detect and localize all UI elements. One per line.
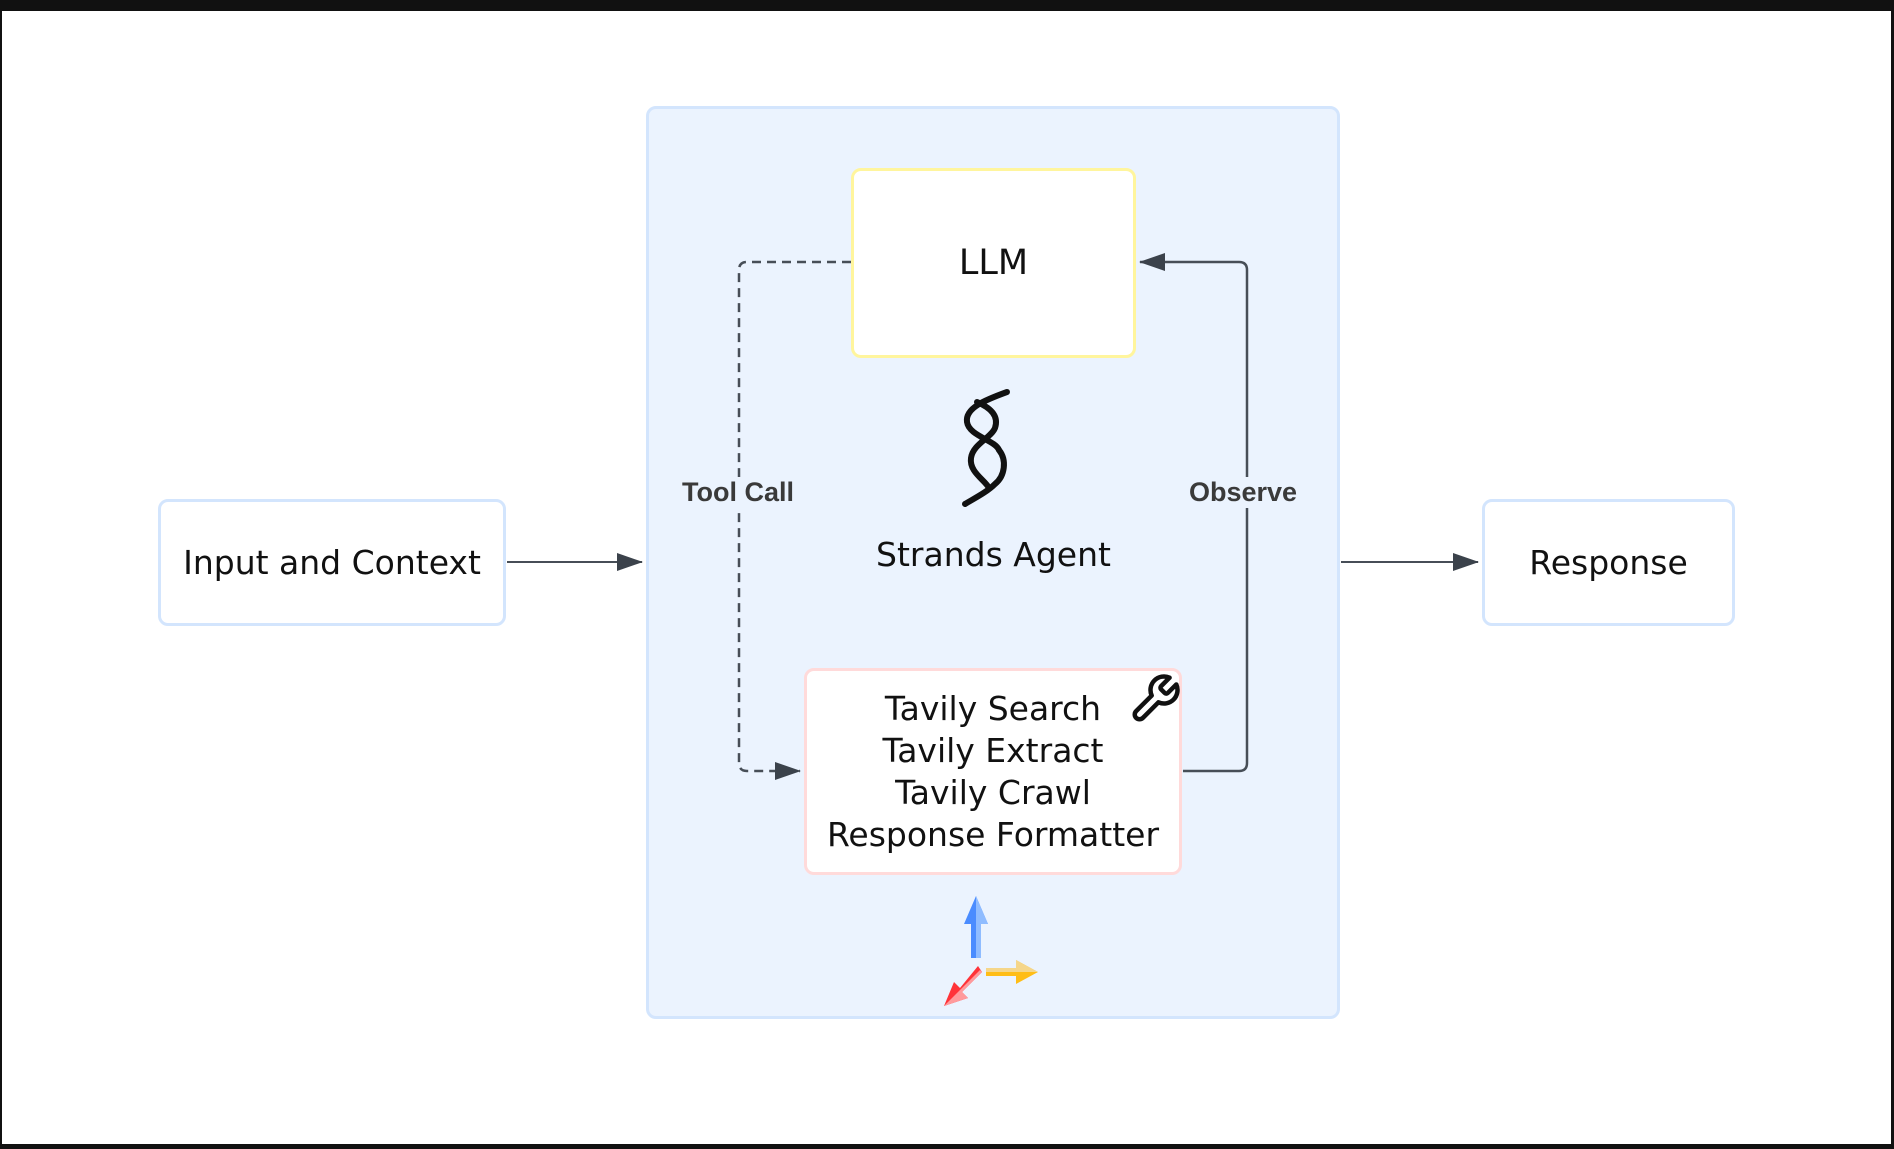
strands-agent-label: Strands Agent: [876, 535, 1111, 574]
response-node-label: Response: [1529, 543, 1688, 582]
tool-item: Tavily Crawl: [895, 772, 1091, 812]
response-node[interactable]: Response: [1482, 499, 1735, 626]
observe-label: Observe: [1187, 477, 1300, 508]
llm-node[interactable]: LLM: [851, 168, 1136, 358]
tool-item: Tavily Extract: [882, 730, 1104, 770]
strands-helix-icon: [962, 389, 1010, 507]
edge-observe: [1139, 253, 1249, 773]
tool-call-label: Tool Call: [680, 477, 796, 508]
edge-tool-call: [737, 260, 851, 780]
wrench-icon: [1132, 674, 1180, 722]
tools-node[interactable]: Tavily Search Tavily Extract Tavily Craw…: [804, 668, 1182, 875]
llm-node-label: LLM: [958, 243, 1029, 283]
3d-axes-icon: [944, 896, 1038, 1006]
tool-item: Response Formatter: [826, 814, 1160, 854]
input-node-label: Input and Context: [183, 543, 481, 582]
input-and-context-node[interactable]: Input and Context: [158, 499, 506, 626]
tool-item: Tavily Search: [884, 688, 1102, 728]
